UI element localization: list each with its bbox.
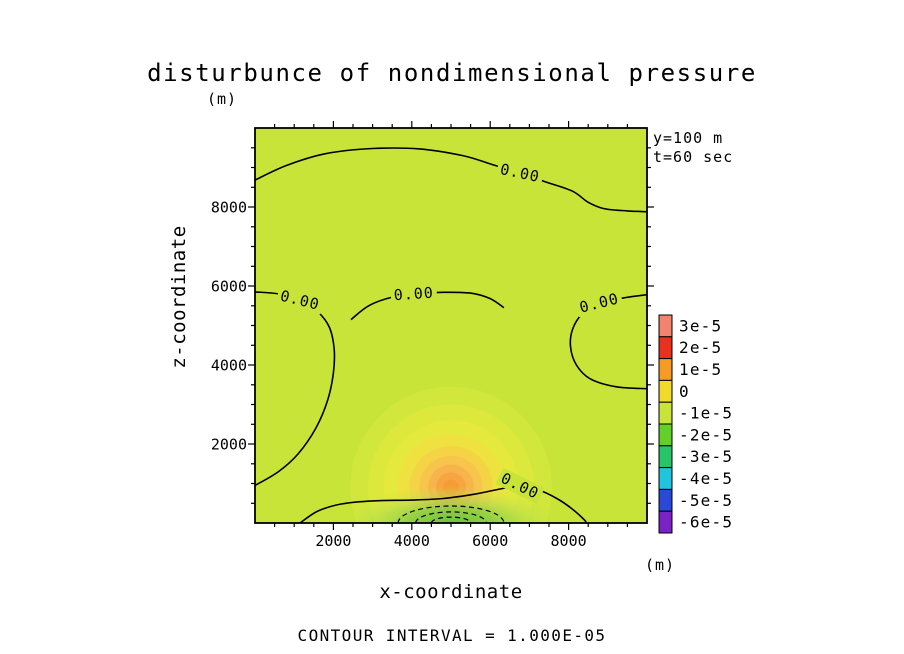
- z-tick-label: 4000: [211, 357, 247, 375]
- annotation-time: t=60 sec: [653, 148, 734, 166]
- z-tick-label: 8000: [211, 199, 247, 217]
- colorbar: 3e-5 2e-5 1e-5 0 -1e-5 -2e-5 -3e-5 -4e-5 -5e-5 -6…: [658, 314, 733, 534]
- x-axis-unit: (m): [645, 556, 676, 574]
- contour-label-mask: [495, 159, 545, 187]
- colorbar-label: 3e-5: [679, 316, 722, 335]
- z-tick-label: 2000: [211, 436, 247, 454]
- colorbar-cell: [658, 379, 673, 403]
- colorbar-label: -6e-5: [679, 513, 733, 532]
- z-tick-label: 6000: [211, 278, 247, 296]
- negative-bottom-region: [335, 485, 567, 523]
- zero-contour-line: [299, 485, 587, 523]
- colorbar-label: 0: [679, 382, 690, 401]
- colorbar-label: -1e-5: [679, 404, 733, 423]
- colorbar-cell: [658, 467, 673, 490]
- axis-ticks: [248, 121, 654, 530]
- negative-contour-arc: [415, 511, 487, 523]
- colorbar-cell: [658, 336, 673, 360]
- tick-labels: 2000 4000 6000 8000 2000 4000 6000 8000: [211, 199, 587, 551]
- contour-label: 0.00: [390, 283, 438, 305]
- colorbar-label: 2e-5: [679, 338, 722, 357]
- x-tick-label: 4000: [394, 532, 430, 550]
- colorbar-label: 1e-5: [679, 360, 722, 379]
- negative-contour-arc: [430, 516, 472, 523]
- chart-title: disturbunce of nondimensional pressure: [147, 59, 757, 87]
- pressure-field: [255, 128, 647, 523]
- colorbar-label: -2e-5: [679, 425, 733, 444]
- colorbar-cell: [658, 401, 673, 425]
- colorbar-cell: [658, 358, 673, 381]
- x-tick-label: 6000: [472, 532, 508, 550]
- contour-label-mask: [495, 467, 545, 505]
- x-axis-label: x-coordinate: [379, 581, 523, 603]
- contour-interval-note: CONTOUR INTERVAL = 1.000E-05: [297, 626, 607, 645]
- contour-label-mask: [390, 283, 438, 305]
- colorbar-cell: [658, 314, 673, 338]
- contour-label-mask: [574, 288, 624, 318]
- annotation-y-slice: y=100 m: [653, 129, 724, 147]
- x-tick-label: 2000: [315, 532, 351, 550]
- colorbar-cell: [658, 423, 673, 447]
- contour-label-mask: [275, 285, 325, 315]
- colorbar-cell: [658, 445, 673, 469]
- colorbar-label: -3e-5: [679, 447, 733, 466]
- x-tick-label: 8000: [551, 532, 587, 550]
- negative-contour-arc: [397, 505, 505, 523]
- z-axis-unit: (m): [207, 90, 238, 108]
- colorbar-label: -5e-5: [679, 491, 733, 510]
- contour-label-text: 0.00: [393, 284, 434, 305]
- colorbar-cell: [658, 488, 673, 512]
- colorbar-label: -4e-5: [679, 469, 733, 488]
- colorbar-cell: [658, 510, 673, 534]
